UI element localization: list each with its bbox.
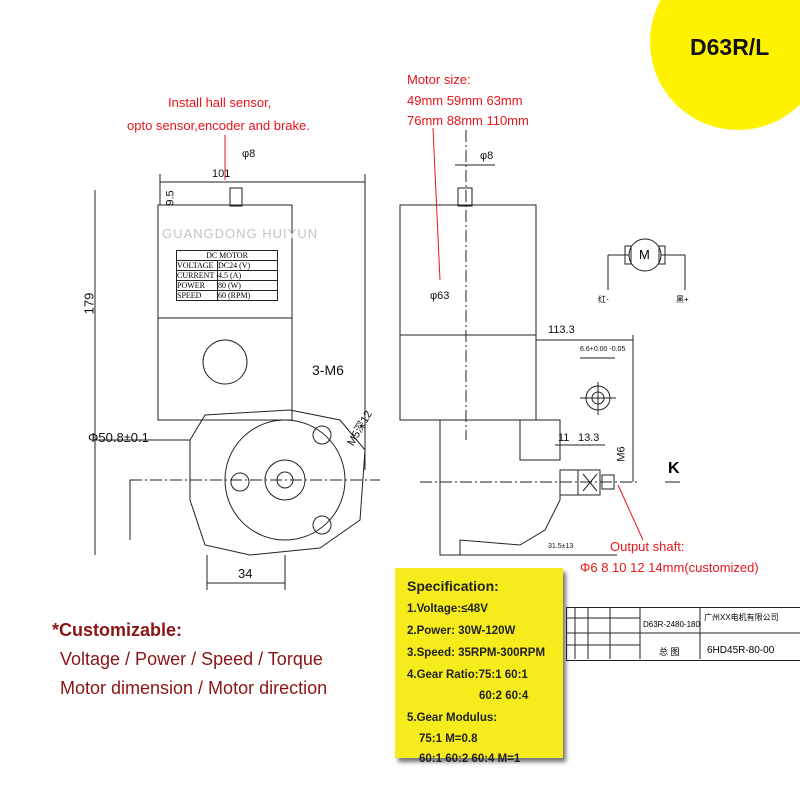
spec-title: Specification:	[407, 578, 499, 594]
dim-shaft-mid: φ8	[480, 150, 494, 162]
part-number: 6HD45R-80-00	[707, 645, 775, 656]
dim-9-5: 9.5	[164, 190, 177, 206]
specification-box: Specification: 1.Voltage:≤48V 2.Power: 3…	[395, 568, 563, 765]
sensor-note-line1: Install hall sensor,	[168, 95, 272, 110]
badge-circle	[650, 0, 800, 130]
dim-m6: M6	[615, 446, 628, 462]
dim-101: 101	[212, 168, 231, 180]
dim-flange: Φ50.8±0.1	[88, 430, 149, 445]
drawing-name: 总 图	[659, 647, 680, 657]
title-block-grid	[566, 607, 800, 659]
nameplate-key: CURRENT	[177, 271, 218, 280]
dim-31-5: 31.5±13	[548, 543, 574, 550]
motor-schematic	[607, 238, 686, 290]
output-shaft-sizes: Φ6 8 10 12 14mm(customized)	[580, 560, 759, 575]
spec-line: 3.Speed: 35RPM-300RPM	[407, 647, 546, 659]
nameplate-value: DC24 (V)	[218, 261, 251, 270]
leader-lines	[224, 127, 644, 541]
spec-line: 4.Gear Ratio:75:1 60:1	[407, 669, 528, 681]
side-view	[399, 130, 680, 556]
dim-63: φ63	[430, 290, 450, 302]
nameplate-key: SPEED	[177, 291, 218, 300]
dim-holes: 3-M6	[312, 362, 344, 378]
schematic-right-label: 黑+	[676, 295, 689, 304]
customizable-line2: Motor dimension / Motor direction	[60, 678, 328, 698]
nameplate-title: DC MOTOR	[177, 251, 277, 261]
dim-179: 179	[81, 292, 97, 315]
spec-line: 60:2 60:4	[479, 690, 529, 702]
view-k-label: K	[668, 460, 680, 477]
nameplate-value: 4.5 (A)	[218, 271, 242, 280]
customizable-line1: Voltage / Power / Speed / Torque	[60, 649, 323, 669]
motor-size-line2: 76mm 88mm 110mm	[407, 113, 529, 128]
nameplate-key: POWER	[177, 281, 218, 290]
spec-line: 5.Gear Modulus:	[407, 712, 498, 724]
front-view	[94, 174, 380, 590]
dim-13-3: 13.3	[578, 432, 600, 444]
title-block: D63R-2480-180 广州XX电机有限公司 总 图 6HD45R-80-0…	[566, 607, 800, 661]
dim-shaft-left: φ8	[242, 148, 256, 160]
customizable-title: *Customizable:	[52, 620, 183, 640]
spec-line: 75:1 M=0.8	[419, 733, 478, 745]
schematic-left-label: 红-	[598, 295, 609, 304]
dim-tolerance: 6.6+0.00 -0.05	[580, 346, 626, 353]
dim-11: 11	[558, 432, 570, 444]
spec-line: 2.Power: 30W-120W	[407, 625, 516, 637]
nameplate-value: 80 (W)	[218, 281, 241, 290]
schematic-symbol: M	[639, 247, 650, 262]
nameplate-key: VOLTAGE	[177, 261, 218, 270]
nameplate-value: 60 (RPM)	[218, 291, 251, 300]
dim-113: 113.3	[548, 324, 575, 336]
company-name: 广州XX电机有限公司	[704, 613, 779, 622]
model-badge: D63R/L	[690, 34, 770, 60]
drawing-number: D63R-2480-180	[643, 620, 700, 629]
dim-34: 34	[238, 566, 253, 581]
output-shaft-title: Output shaft:	[610, 539, 685, 554]
motor-size-title: Motor size:	[407, 72, 471, 87]
watermark: GUANGDONG HUIYUN	[162, 226, 319, 241]
spec-line: 60:1 60:2 60:4 M=1	[419, 753, 521, 765]
motor-size-line1: 49mm 59mm 63mm	[407, 93, 523, 108]
spec-line: 1.Voltage:≤48V	[407, 603, 488, 615]
sensor-note-line2: opto sensor,encoder and brake.	[127, 118, 310, 133]
